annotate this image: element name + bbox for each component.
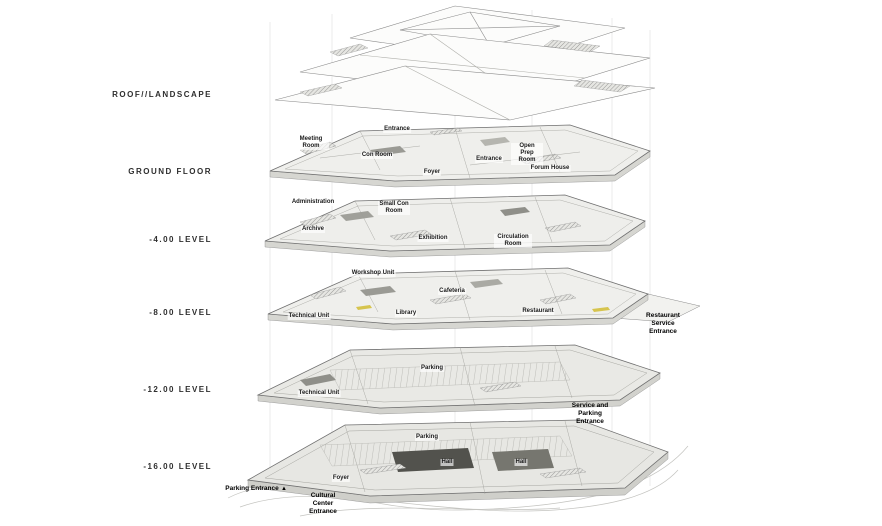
room-label-foyer: Foyer [422, 169, 442, 177]
level-label-minus12: -12.00 LEVEL [143, 385, 212, 394]
room-label-cafeteria: Cafeteria [438, 288, 466, 296]
ground-floor-plate [269, 124, 651, 188]
room-label-parking: Parking [419, 365, 445, 373]
level-label-minus4: -4.00 LEVEL [149, 235, 212, 244]
room-label-exhibition: Exhibition [417, 235, 449, 243]
room-label-hall: Hall [514, 459, 528, 467]
room-label-archive: Archive [300, 226, 326, 234]
room-label-entrance: Entrance [475, 156, 503, 164]
room-label-restaurant: Restaurant [521, 308, 555, 316]
level-label-minus8: -8.00 LEVEL [149, 308, 212, 317]
room-label-administration: Administration [290, 199, 336, 207]
room-label-forum-house: Forum House [529, 165, 571, 173]
entrance-marker-icon: ▲ [281, 486, 287, 492]
roof-landscape-plates [274, 5, 656, 121]
room-label-foyer: Foyer [331, 475, 351, 483]
room-label-parking: Parking [414, 434, 440, 442]
level-minus12-plate [256, 344, 661, 415]
room-label-con-room: Con Room [360, 152, 394, 160]
level-minus4-plate [264, 194, 646, 258]
level-label-roof: ROOF//LANDSCAPE [112, 90, 212, 99]
room-label-service-parking-entrance: Service and Parking Entrance [571, 402, 609, 425]
room-label-parking-entrance: Parking Entrance [225, 485, 279, 492]
level-minus8-plate [267, 267, 701, 331]
level-label-minus16: -16.00 LEVEL [143, 462, 212, 471]
room-label-technical-unit: Technical Unit [287, 313, 331, 321]
room-label-library: Library [394, 310, 418, 318]
room-label-cultural-center-entrance: Cultural Center Entrance [309, 492, 337, 515]
level-minus16-plate [246, 419, 669, 504]
room-label-technical-unit: Technical Unit [297, 390, 341, 398]
level-label-ground: GROUND FLOOR [128, 167, 212, 176]
room-label-restaurant-service-entrance: Restaurant Service Entrance [646, 312, 680, 335]
room-label-open-prep-room: Open Prep Room [511, 143, 543, 165]
room-label-small-con-room: Small Con Room [378, 201, 410, 216]
room-label-circulation-room: Circulation Room [494, 234, 532, 249]
room-label-workshop-unit: Workshop Unit [350, 270, 396, 278]
room-label-hall: Hall [440, 459, 454, 467]
room-label-meeting-room: Meeting Room [293, 136, 329, 151]
room-label-entrance: Entrance [383, 126, 411, 134]
